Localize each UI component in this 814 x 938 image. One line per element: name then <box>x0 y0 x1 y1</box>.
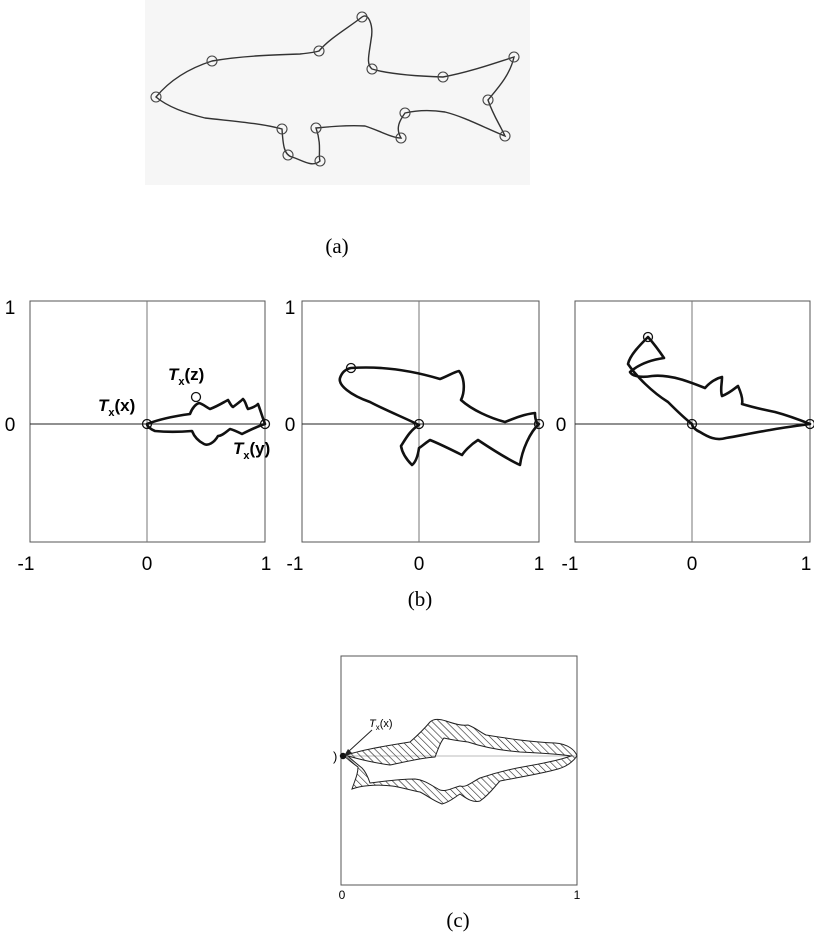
point-tx-x <box>141 418 153 430</box>
caption-a: (a) <box>325 234 348 258</box>
caption-c: (c) <box>446 908 469 932</box>
point-tx-x <box>339 752 347 760</box>
label-tx-z: Tx(z) <box>168 365 204 388</box>
point-tx-z <box>345 362 357 374</box>
x-tick: -1 <box>562 554 579 575</box>
landmark-point <box>508 51 520 63</box>
y-tick-1: 1 <box>285 298 296 319</box>
fish-outline-b1 <box>145 397 267 446</box>
point-tx-x <box>413 418 425 430</box>
landmark-point <box>356 11 368 23</box>
x-tick: 0 <box>687 554 698 575</box>
subplot-b2: 1 0 <box>285 298 545 543</box>
x-tick: 0 <box>339 888 346 902</box>
arrowhead <box>344 749 352 756</box>
point-tx-y <box>533 418 545 430</box>
x-tick: -1 <box>287 554 304 575</box>
y-tick-0: 0 <box>556 415 567 436</box>
x-tick: 0 <box>414 554 425 575</box>
panel-c: Tx(x) ) 0 1 (c) <box>333 655 581 932</box>
y-tick-1: 1 <box>5 298 16 319</box>
landmark-point <box>499 130 511 142</box>
subplot-b3: 0 <box>556 300 814 543</box>
label-tx-x: Tx(x) <box>98 396 135 419</box>
point-tx-z <box>190 391 202 403</box>
landmark-point <box>310 122 322 134</box>
landmark-point <box>206 55 218 67</box>
y-tick-0: 0 <box>5 415 16 436</box>
point-tx-y <box>804 418 814 430</box>
landmark-point <box>282 149 294 161</box>
landmark-point <box>395 132 407 144</box>
landmark-point <box>314 155 326 167</box>
label-tx-x-c: Tx(x) <box>369 718 393 732</box>
landmark-point <box>437 71 449 83</box>
x-tick: 1 <box>801 554 812 575</box>
landmark-point <box>276 123 288 135</box>
fish-outline-b3 <box>626 335 812 441</box>
panel-a: (a) <box>145 0 530 258</box>
x-tick: 1 <box>534 554 545 575</box>
x-tick: 1 <box>574 888 581 902</box>
hatched-band <box>342 718 578 805</box>
point-tx-y <box>259 418 271 430</box>
landmark-point <box>366 63 378 75</box>
caption-b: (b) <box>408 587 433 611</box>
x-ticks-b: -1 0 1 -1 0 1 -1 0 1 <box>18 554 812 575</box>
point-tx-x <box>686 418 698 430</box>
panel-a-background <box>145 0 530 185</box>
subplot-b1: Tx(x) Tx(z) Tx(y) <box>29 300 271 543</box>
landmark-point <box>313 45 325 57</box>
landmark-point <box>399 107 411 119</box>
landmark-point <box>482 94 494 106</box>
landmark-point <box>150 91 162 103</box>
arrow-tx-x <box>347 729 373 753</box>
x-tick: -1 <box>18 554 35 575</box>
x-tick: 0 <box>142 554 153 575</box>
fish-outline-a <box>155 15 515 165</box>
panel-b: 1 0 Tx(x) Tx(z) Tx(y) 1 0 <box>5 298 814 611</box>
point-tx-z <box>642 331 654 343</box>
x-tick: 1 <box>261 554 272 575</box>
y-tick-0: 0 <box>285 415 296 436</box>
fish-outline-b2 <box>338 366 541 467</box>
landmark-points-a <box>150 11 520 167</box>
label-tx-y: Tx(y) <box>233 439 270 462</box>
left-mark: ) <box>333 749 337 764</box>
